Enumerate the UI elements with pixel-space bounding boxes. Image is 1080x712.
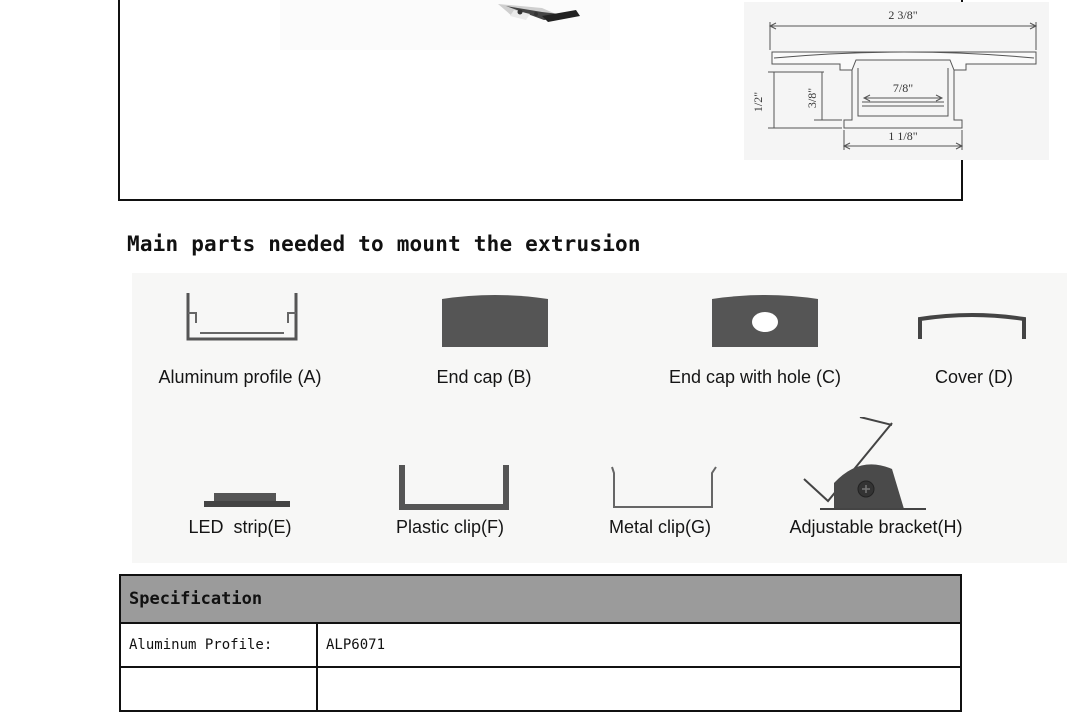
adjustable-bracket-icon	[803, 417, 926, 510]
channel-width-label: 7/8"	[893, 81, 913, 95]
part-label-end-cap-with-hole: End cap with hole (C)	[668, 367, 842, 387]
specification-table: Specification Aluminum Profile: ALP6071	[119, 574, 962, 712]
table-row: Aluminum Profile: ALP6071	[119, 622, 962, 668]
spec-key	[119, 666, 318, 712]
spec-header: Specification	[119, 574, 962, 624]
led-strip-icon	[204, 493, 290, 507]
inner-height-label: 3/8"	[805, 88, 819, 108]
part-label-aluminum-profile: Aluminum profile (A)	[158, 367, 322, 387]
spec-header-row: Specification	[119, 574, 962, 624]
part-label-adjustable-bracket: Adjustable bracket(H)	[789, 517, 963, 537]
base-width-label: 1 1/8"	[888, 129, 917, 143]
spec-key: Aluminum Profile:	[119, 622, 318, 668]
end-cap-with-hole-icon	[712, 295, 818, 347]
dimension-drawing: 2 3/8" 7/8" 1 1/8" 1/2" 3/8"	[744, 2, 1049, 160]
spec-value: ALP6071	[316, 622, 962, 668]
end-cap-icon	[442, 295, 548, 347]
plastic-clip-icon	[399, 465, 509, 510]
part-label-plastic-clip: Plastic clip(F)	[395, 517, 505, 537]
aluminum-profile-icon	[186, 293, 298, 341]
part-label-cover: Cover (D)	[934, 367, 1014, 387]
metal-clip-icon	[611, 466, 717, 508]
table-row	[119, 666, 962, 712]
section-title: Main parts needed to mount the extrusion	[127, 232, 641, 256]
figure-box: 2 3/8" 7/8" 1 1/8" 1/2" 3/8"	[118, 0, 1049, 201]
overall-width-label: 2 3/8"	[888, 8, 917, 22]
part-label-led-strip: LED strip(E)	[188, 517, 292, 537]
part-label-metal-clip: Metal clip(G)	[608, 517, 712, 537]
part-label-end-cap: End cap (B)	[436, 367, 532, 387]
spec-value	[316, 666, 962, 712]
cover-icon	[918, 313, 1026, 339]
parts-panel: Aluminum profile (A) End cap (B) End cap…	[132, 273, 1067, 563]
height-label: 1/2"	[751, 92, 765, 112]
profile-photo	[280, 0, 610, 50]
